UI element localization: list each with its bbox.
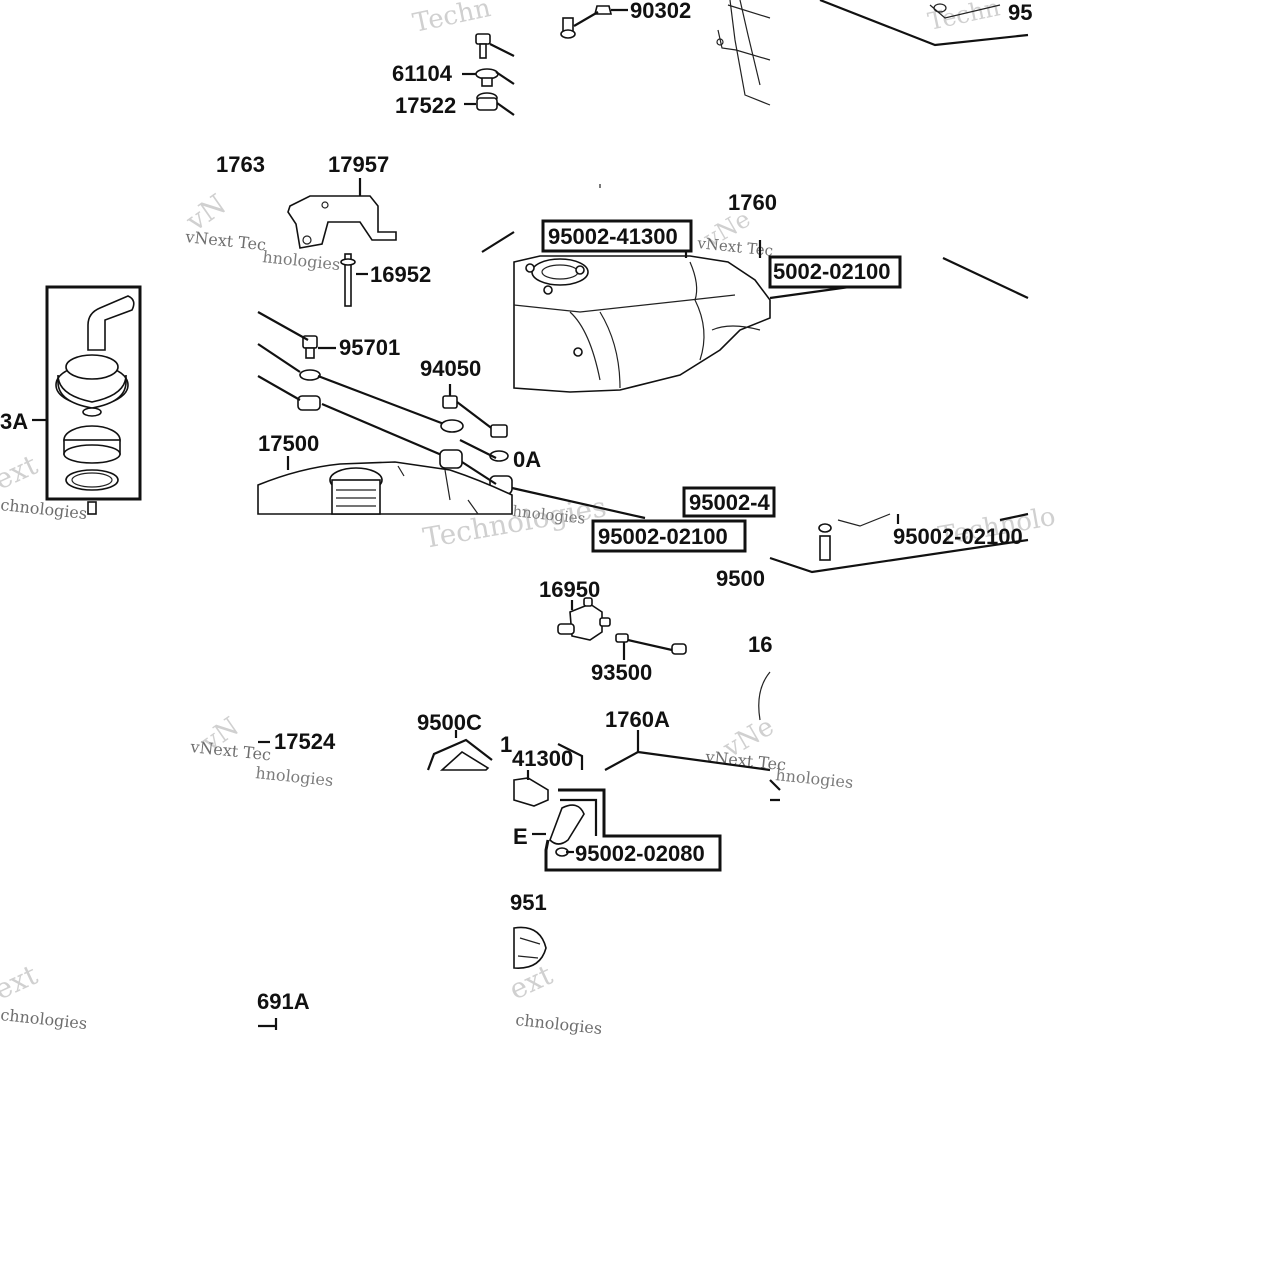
label-95002-02100-right: 95002-02100 [893, 524, 1023, 549]
label-17500: 17500 [258, 431, 319, 456]
frame-piece [769, 512, 1029, 574]
fuel-filter [513, 770, 781, 872]
label-95002-41300: 95002-41300 [548, 224, 678, 249]
watermark-text: chnologies [0, 1005, 88, 1033]
label-94050: 94050 [420, 356, 481, 381]
callout-labels: 90302 61104 17522 1763 17957 16952 95701… [0, 0, 1032, 1014]
watermark-text: chnologies [515, 1010, 604, 1038]
label-95-corner: 95 [1008, 0, 1032, 25]
watermark-text: vNext Tec [704, 747, 787, 774]
watermark-text: hnologies [775, 765, 855, 792]
label-17957: 17957 [328, 152, 389, 177]
label-0a: 0A [513, 447, 541, 472]
watermark-text: Techn [925, 0, 1002, 36]
watermark-text: vNext Tec [696, 234, 774, 260]
label-41300: 41300 [512, 746, 573, 771]
watermark-text: hnologies [255, 763, 335, 790]
watermark-text: ext [0, 448, 43, 497]
label-951: 951 [510, 890, 547, 915]
fuel-cap-inset [32, 285, 142, 515]
label-95002-02080: 95002-02080 [575, 841, 705, 866]
label-61104: 61104 [392, 61, 453, 86]
label-16952: 16952 [370, 262, 431, 287]
label-95002-02100-mid: 95002-02100 [598, 524, 728, 549]
label-9500c: 9500C [417, 710, 482, 735]
label-95701: 95701 [339, 335, 400, 360]
label-box [541, 219, 693, 253]
label-box [682, 486, 776, 518]
label-box [768, 255, 902, 289]
valve-16950 [557, 597, 771, 721]
fuel-tank-17500 [257, 456, 513, 515]
label-16: 16 [748, 632, 772, 657]
label-e: E [513, 824, 528, 849]
label-1: 1 [500, 732, 512, 757]
watermark-text: hnologies [262, 247, 342, 274]
watermark-layer: Techn Techn vN vNext Tec hnologies vNe v… [0, 0, 1058, 1038]
bracket-far-right [942, 257, 1029, 299]
label-95002-4: 95002-4 [689, 490, 771, 515]
label-16950: 16950 [539, 577, 600, 602]
sender-951 [513, 926, 547, 969]
bolt-group-top [462, 5, 628, 116]
hose-9500c [258, 730, 771, 772]
label-93500: 93500 [591, 660, 652, 685]
label-9500: 9500 [716, 566, 765, 591]
label-90302: 90302 [630, 0, 691, 23]
label-17522: 17522 [395, 93, 456, 118]
bracket-17957 [287, 178, 397, 249]
watermark-text: Techn [410, 0, 494, 39]
label-1760: 1760 [728, 190, 777, 215]
watermark-text: vNext Tec [184, 227, 267, 254]
watermark-text: ext [0, 958, 43, 1007]
label-3a: 3A [0, 409, 28, 434]
label-95002-02100-top: 5002-02100 [773, 259, 890, 284]
label-box [591, 519, 747, 553]
bracket-691a [258, 1018, 278, 1030]
label-691a: 691A [257, 989, 310, 1014]
label-17524: 17524 [274, 729, 336, 754]
tray-top-far-right [819, 0, 1029, 47]
fuel-tank-upper [481, 184, 901, 393]
label-1760a: 1760A [605, 707, 670, 732]
bracket-top-right [716, 0, 771, 106]
rod-16952 [340, 253, 368, 307]
mount-hardware [257, 311, 646, 520]
label-1763: 1763 [216, 152, 265, 177]
